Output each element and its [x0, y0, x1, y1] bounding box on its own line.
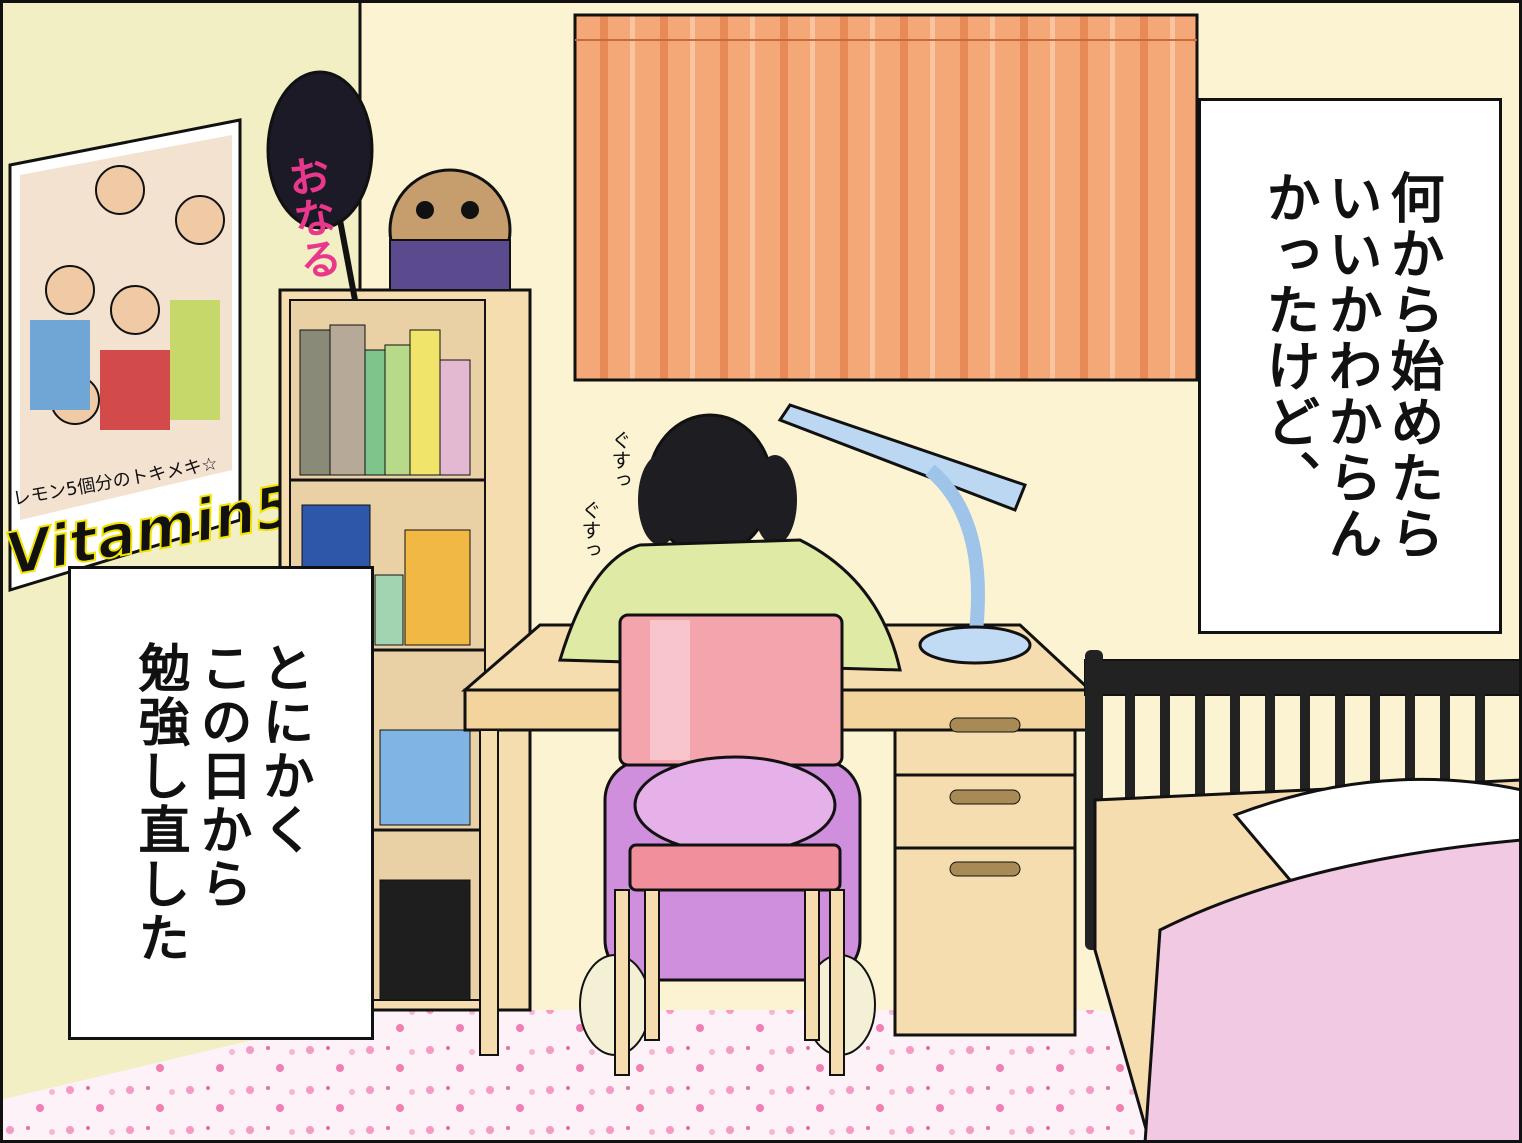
- chair: [614, 613, 845, 1076]
- narration-box-left: とにかく この日から 勉強し直した: [68, 566, 374, 1040]
- bed: [1084, 650, 1522, 1143]
- sfx-sniff-1: ぐすっ: [608, 430, 632, 490]
- desk-lamp: [777, 403, 1032, 665]
- narration-box-right: 何から始めたら いいかわからん かったけど、: [1198, 98, 1502, 634]
- curtain: [573, 13, 1199, 382]
- narration-text-left: とにかく この日から 勉強し直した: [129, 641, 313, 965]
- sfx-sniff-2: ぐすっ: [578, 500, 602, 560]
- plush-mascot: [388, 168, 512, 292]
- narration-text-right: 何から始めたら いいかわからん かったけど、: [1257, 170, 1444, 562]
